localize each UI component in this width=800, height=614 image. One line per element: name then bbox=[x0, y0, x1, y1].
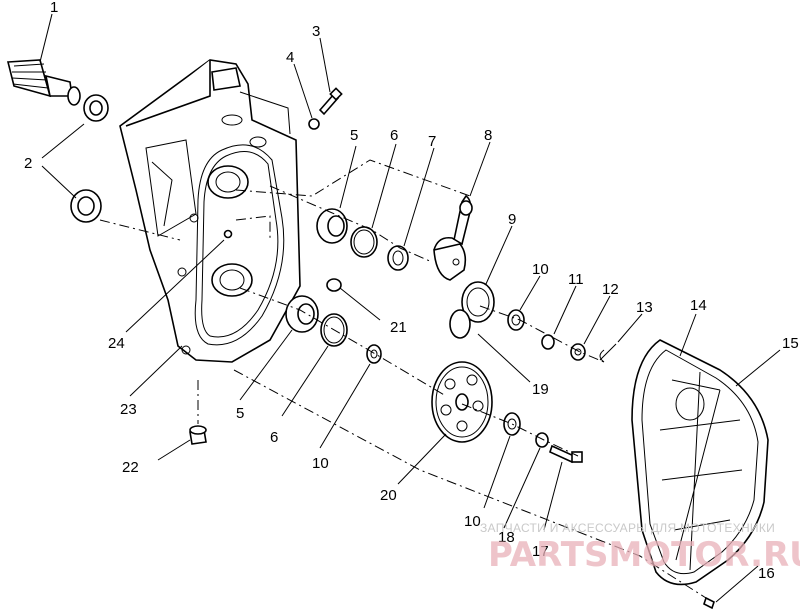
callout-6-upper: 6 bbox=[390, 127, 398, 144]
cotter-pin-13 bbox=[599, 343, 617, 363]
callout-17: 17 bbox=[532, 543, 549, 560]
callout-9: 9 bbox=[508, 211, 516, 228]
bearing-lower bbox=[285, 295, 319, 333]
watermark-brand: PARTSMOTOR.RU bbox=[488, 535, 800, 575]
seal-lower bbox=[70, 189, 102, 223]
callout-10-upper: 10 bbox=[532, 261, 549, 278]
callout-24: 24 bbox=[108, 335, 125, 352]
drain-bolt-22 bbox=[189, 425, 207, 445]
callout-1: 1 bbox=[50, 0, 58, 16]
callout-4: 4 bbox=[286, 49, 294, 66]
watermark: ЗАПЧАСТИ И АКСЕССУАРЫ ДЛЯ МОТОТЕХНИКИ PA… bbox=[480, 521, 800, 575]
washer-18 bbox=[535, 432, 549, 448]
washer-mid bbox=[366, 344, 382, 364]
chaincase-housing bbox=[119, 59, 301, 363]
callout-16: 16 bbox=[758, 565, 775, 582]
callout-18: 18 bbox=[498, 529, 515, 546]
callout-19: 19 bbox=[532, 381, 549, 398]
callout-5-upper: 5 bbox=[350, 127, 358, 144]
callout-20: 20 bbox=[380, 487, 397, 504]
bolt-16 bbox=[703, 596, 715, 610]
leader-lines bbox=[39, 13, 781, 603]
callout-7: 7 bbox=[428, 133, 436, 150]
callout-3: 3 bbox=[312, 23, 320, 40]
nut-4 bbox=[308, 118, 320, 130]
lower-sprocket bbox=[431, 361, 493, 443]
callout-14: 14 bbox=[690, 297, 707, 314]
callout-6-lower: 6 bbox=[270, 429, 278, 446]
callout-13: 13 bbox=[636, 299, 653, 316]
callout-23: 23 bbox=[120, 401, 137, 418]
upper-sprocket bbox=[449, 281, 495, 339]
callout-2: 2 bbox=[24, 155, 32, 172]
seal-7 bbox=[387, 245, 409, 271]
o-ring-upper bbox=[350, 226, 378, 258]
tensioner-arm bbox=[433, 194, 473, 281]
nut-12 bbox=[570, 343, 586, 361]
nut-21 bbox=[326, 278, 342, 292]
chaincase-cover bbox=[631, 339, 769, 586]
callout-labels: 1 2 3 4 5 6 7 8 9 10 11 12 13 14 15 16 1… bbox=[24, 0, 799, 582]
callout-21: 21 bbox=[390, 319, 407, 336]
callout-10-lower: 10 bbox=[464, 513, 481, 530]
callout-5-lower: 5 bbox=[236, 405, 244, 422]
callout-10-mid: 10 bbox=[312, 455, 329, 472]
splined-shaft bbox=[6, 59, 81, 106]
callout-11: 11 bbox=[568, 271, 584, 288]
watermark-caption: ЗАПЧАСТИ И АКСЕССУАРЫ ДЛЯ МОТОТЕХНИКИ bbox=[480, 521, 775, 535]
washer-11 bbox=[541, 334, 555, 350]
washer-lower bbox=[503, 412, 521, 436]
callout-12: 12 bbox=[602, 281, 619, 298]
assembly-axis-lines bbox=[99, 159, 707, 599]
bolt-17 bbox=[549, 444, 583, 464]
seal-upper bbox=[83, 94, 109, 122]
callout-15: 15 bbox=[782, 335, 799, 352]
callout-8: 8 bbox=[484, 127, 492, 144]
washer-upper bbox=[507, 309, 525, 331]
callout-22: 22 bbox=[122, 459, 139, 476]
bearing-upper bbox=[316, 208, 348, 244]
bolt-3 bbox=[318, 87, 343, 116]
